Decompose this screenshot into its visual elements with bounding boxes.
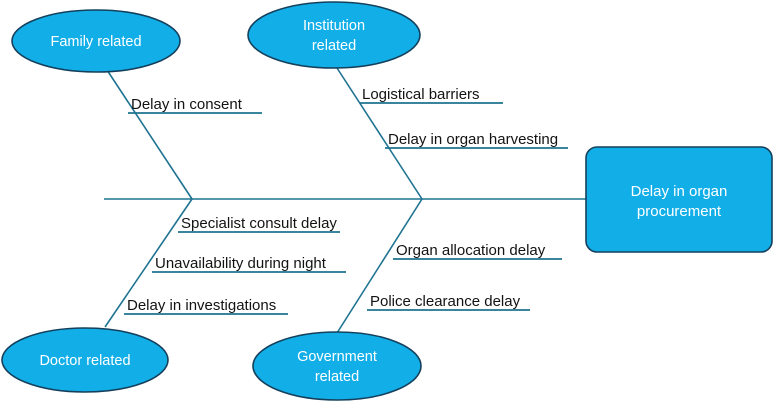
category-node-government-related[interactable]: [252, 331, 422, 401]
cause-label-unavailability-during-night: Unavailability during night: [155, 255, 327, 272]
rib-government-related: [336, 198, 423, 334]
effect-label-line2: procurement: [637, 203, 722, 220]
cause-label-logistical-barriers: Logistical barriers: [362, 86, 480, 103]
rib-institution-related: [336, 67, 423, 200]
cause-label-police-clearance-delay: Police clearance delay: [370, 293, 521, 310]
rib-doctor-related: [104, 198, 193, 328]
category-node-doctor-related[interactable]: [1, 327, 169, 393]
cause-label-delay-in-organ-harvesting: Delay in organ harvesting: [388, 131, 558, 148]
category-node-family-related[interactable]: [11, 9, 181, 73]
cause-label-delay-in-consent: Delay in consent: [131, 96, 243, 113]
category-label-family-related: Family related: [50, 34, 141, 50]
cause-label-delay-in-investigations: Delay in investigations: [127, 297, 276, 314]
effect-head-box[interactable]: [585, 146, 773, 253]
category-label-government-related-line2: related: [315, 369, 359, 385]
cause-label-organ-allocation-delay: Organ allocation delay: [396, 242, 546, 259]
rib-family-related: [106, 69, 193, 200]
category-node-institution-related[interactable]: [247, 1, 421, 69]
category-label-government-related-line1: Government: [297, 349, 377, 365]
category-label-institution-related-line2: related: [312, 38, 356, 54]
category-label-institution-related-line1: Institution: [303, 18, 365, 34]
cause-label-specialist-consult-delay: Specialist consult delay: [181, 215, 337, 232]
category-label-doctor-related: Doctor related: [39, 353, 130, 369]
effect-label-line1: Delay in organ: [631, 183, 728, 200]
